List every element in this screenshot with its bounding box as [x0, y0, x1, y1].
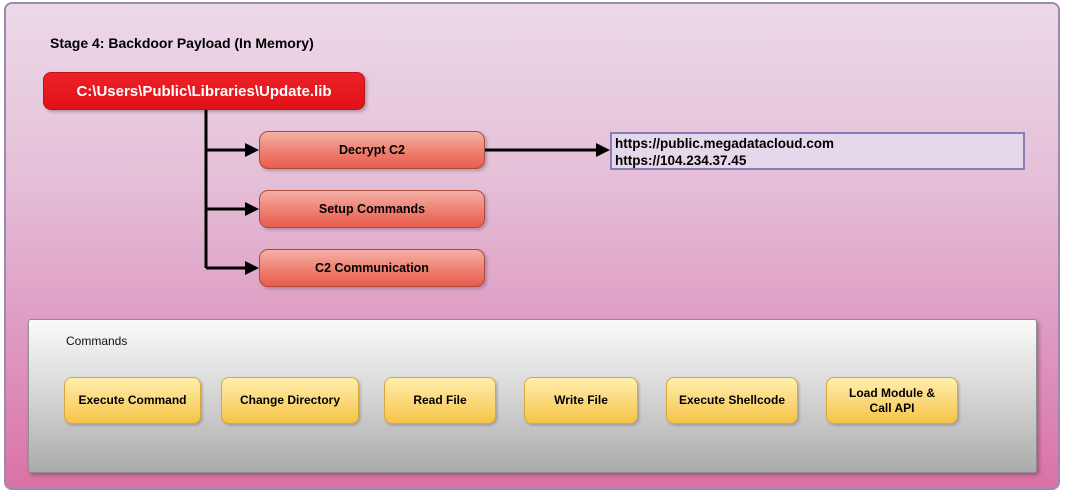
- c2-servers-node: https://public.megadatacloud.com https:/…: [610, 132, 1025, 170]
- command-node-write-file: Write File: [524, 377, 638, 424]
- stage-title: Stage 4: Backdoor Payload (In Memory): [50, 35, 314, 51]
- c2-server-url-1: https://public.megadatacloud.com: [615, 136, 835, 151]
- commands-panel: Commands Execute Command Change Director…: [28, 319, 1037, 473]
- commands-panel-label: Commands: [66, 334, 128, 348]
- payload-path-node: C:\Users\Public\Libraries\Update.lib: [43, 72, 365, 110]
- process-node-setup-commands: Setup Commands: [259, 190, 485, 228]
- c2-server-url-2: https://104.234.37.45: [615, 153, 747, 168]
- process-node-c2-communication: C2 Communication: [259, 249, 485, 287]
- command-node-load-module-call-api: Load Module & Call API: [826, 377, 958, 424]
- process-node-decrypt-c2: Decrypt C2: [259, 131, 485, 169]
- command-node-execute-shellcode: Execute Shellcode: [666, 377, 798, 424]
- command-node-execute-command: Execute Command: [64, 377, 201, 424]
- command-node-read-file: Read File: [384, 377, 496, 424]
- command-node-change-directory: Change Directory: [221, 377, 359, 424]
